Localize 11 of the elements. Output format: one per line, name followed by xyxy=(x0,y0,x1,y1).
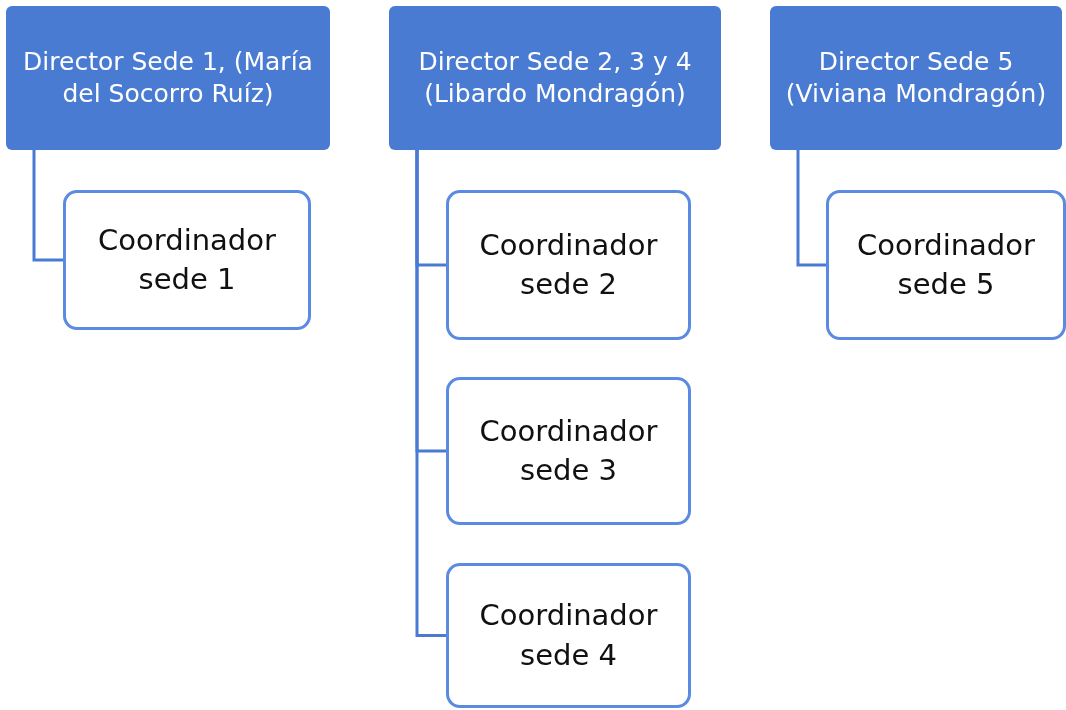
connector-line xyxy=(32,150,63,262)
director-box: Director Sede 2, 3 y 4 (Libardo Mondragón) xyxy=(389,6,721,150)
coordinator-box: Coordinador sede 3 xyxy=(446,377,691,525)
connector-line xyxy=(796,150,826,267)
director-box: Director Sede 1, (María del Socorro Ruíz) xyxy=(6,6,330,150)
director-box: Director Sede 5 (Viviana Mondragón) xyxy=(770,6,1062,150)
coordinator-box: Coordinador sede 5 xyxy=(826,190,1066,340)
coordinator-box: Coordinador sede 2 xyxy=(446,190,691,340)
coordinator-box: Coordinador sede 4 xyxy=(446,563,691,708)
connector-line xyxy=(415,150,446,637)
coordinator-box: Coordinador sede 1 xyxy=(63,190,311,330)
